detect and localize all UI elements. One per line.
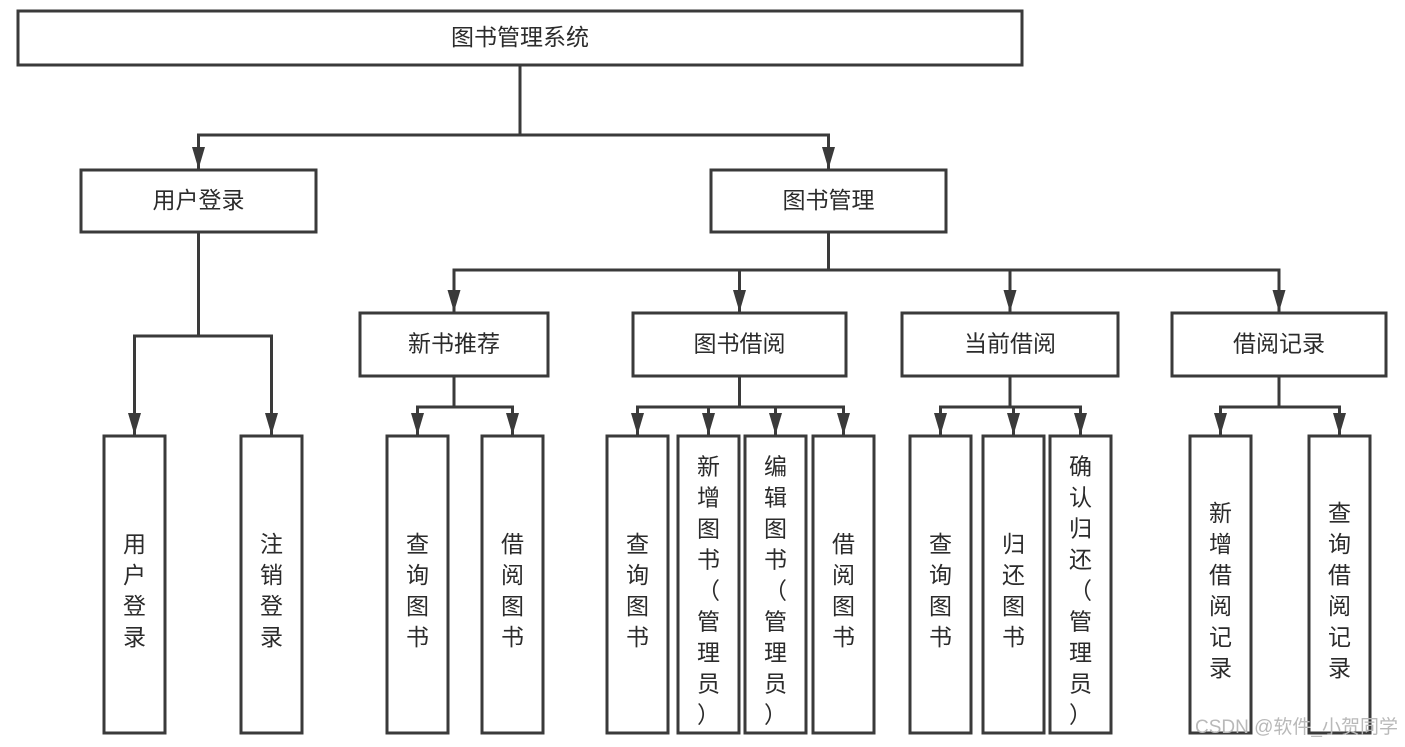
node-leaf-6-编辑图书管理员-label: 编辑图书（管理员） (764, 454, 787, 728)
node-leaf-7-借阅图书-box[interactable] (811, 434, 876, 735)
arrow-head-icon (702, 413, 715, 435)
node-leaf-10-确认归还管理员-box[interactable] (1048, 434, 1113, 735)
node-l2-用户登录-box[interactable] (79, 168, 318, 234)
node-l3-当前借阅[interactable]: 当前借阅 (900, 311, 1120, 378)
node-leaf-12-查询借阅记录-box[interactable] (1307, 434, 1372, 735)
node-l3-借阅记录-label: 借阅记录 (1233, 331, 1325, 357)
arrow-head-icon (506, 413, 519, 435)
node-leaf-2-查询图书[interactable]: 查询图书 (385, 434, 450, 735)
node-leaf-10-确认归还管理员[interactable]: 确认归还（管理员） (1048, 434, 1113, 735)
node-leaf-1-注销登录-label: 注销登录 (260, 531, 283, 650)
node-l3-当前借阅-label: 当前借阅 (964, 331, 1056, 357)
arrow-head-icon (411, 413, 424, 435)
node-leaf-6-编辑图书管理员[interactable]: 编辑图书（管理员） (743, 434, 808, 735)
node-root-图书管理系统-label: 图书管理系统 (451, 24, 589, 50)
arrow-head-icon (631, 413, 644, 435)
node-root-图书管理系统[interactable]: 图书管理系统 (16, 9, 1024, 67)
node-l2-图书管理-box[interactable] (709, 168, 948, 234)
node-leaf-10-确认归还管理员-label: 确认归还（管理员） (1069, 454, 1092, 728)
node-leaf-5-新增图书管理员-label: 新增图书（管理员） (697, 454, 720, 728)
node-leaf-4-查询图书-box[interactable] (605, 434, 670, 735)
arrow-head-icon (769, 413, 782, 435)
boxes-layer: 图书管理系统用户登录图书管理新书推荐图书借阅当前借阅借阅记录用户登录注销登录查询… (16, 9, 1388, 735)
node-leaf-2-查询图书-label: 查询图书 (406, 531, 429, 650)
node-leaf-5-新增图书管理员[interactable]: 新增图书（管理员） (676, 434, 741, 735)
node-l3-图书借阅-label: 图书借阅 (694, 331, 786, 357)
node-leaf-7-借阅图书-label: 借阅图书 (832, 531, 855, 650)
arrow-head-icon (1003, 290, 1017, 312)
node-leaf-11-新增借阅记录[interactable]: 新增借阅记录 (1188, 434, 1253, 735)
node-leaf-12-查询借阅记录[interactable]: 查询借阅记录 (1307, 434, 1372, 735)
arrow-head-icon (837, 413, 850, 435)
node-leaf-8-查询图书-box[interactable] (908, 434, 973, 735)
node-leaf-0-用户登录-box[interactable] (102, 434, 167, 735)
node-l3-图书借阅[interactable]: 图书借阅 (631, 311, 848, 378)
node-leaf-9-归还图书-label: 归还图书 (1002, 531, 1025, 650)
csdn-watermark: CSDN @软件_小贺同学 (1195, 716, 1398, 738)
node-leaf-12-查询借阅记录-label: 查询借阅记录 (1328, 500, 1351, 681)
node-leaf-8-查询图书[interactable]: 查询图书 (908, 434, 973, 735)
arrow-head-icon (128, 413, 141, 435)
arrow-head-icon (1074, 413, 1087, 435)
node-leaf-7-借阅图书[interactable]: 借阅图书 (811, 434, 876, 735)
connectors-layer (128, 63, 1346, 436)
node-leaf-4-查询图书[interactable]: 查询图书 (605, 434, 670, 735)
node-leaf-4-查询图书-label: 查询图书 (626, 531, 649, 650)
node-leaf-0-用户登录[interactable]: 用户登录 (102, 434, 167, 735)
node-l2-用户登录[interactable]: 用户登录 (79, 168, 318, 234)
node-l3-借阅记录[interactable]: 借阅记录 (1170, 311, 1388, 378)
node-leaf-3-借阅图书[interactable]: 借阅图书 (480, 434, 545, 735)
node-l3-新书推荐[interactable]: 新书推荐 (358, 311, 550, 378)
node-l3-新书推荐-label: 新书推荐 (408, 331, 500, 357)
arrow-head-icon (1333, 413, 1346, 435)
arrow-head-icon (733, 290, 746, 312)
node-l3-新书推荐-box[interactable] (358, 311, 550, 378)
arrow-head-icon (1007, 413, 1020, 435)
node-leaf-6-编辑图书管理员-box[interactable] (743, 434, 808, 735)
arrow-head-icon (934, 413, 947, 435)
arrow-head-icon (822, 147, 835, 169)
node-leaf-2-查询图书-box[interactable] (385, 434, 450, 735)
node-leaf-9-归还图书-box[interactable] (981, 434, 1046, 735)
arrow-head-icon (447, 290, 461, 312)
node-l2-用户登录-label: 用户登录 (153, 187, 245, 213)
arrow-head-icon (192, 147, 205, 169)
node-leaf-9-归还图书[interactable]: 归还图书 (981, 434, 1046, 735)
node-l2-图书管理[interactable]: 图书管理 (709, 168, 948, 234)
node-l3-当前借阅-box[interactable] (900, 311, 1120, 378)
node-l3-借阅记录-box[interactable] (1170, 311, 1388, 378)
node-l2-图书管理-label: 图书管理 (783, 187, 875, 213)
node-leaf-11-新增借阅记录-box[interactable] (1188, 434, 1253, 735)
node-leaf-3-借阅图书-label: 借阅图书 (501, 531, 524, 650)
node-leaf-1-注销登录-box[interactable] (239, 434, 304, 735)
arrow-head-icon (1272, 290, 1286, 312)
node-root-图书管理系统-box[interactable] (16, 9, 1024, 67)
node-leaf-5-新增图书管理员-box[interactable] (676, 434, 741, 735)
arrow-head-icon (1214, 413, 1227, 435)
node-leaf-1-注销登录[interactable]: 注销登录 (239, 434, 304, 735)
node-leaf-8-查询图书-label: 查询图书 (929, 531, 952, 650)
node-leaf-11-新增借阅记录-label: 新增借阅记录 (1209, 500, 1232, 681)
arrow-head-icon (265, 413, 278, 435)
node-l3-图书借阅-box[interactable] (631, 311, 848, 378)
node-leaf-0-用户登录-label: 用户登录 (123, 531, 146, 650)
node-leaf-3-借阅图书-box[interactable] (480, 434, 545, 735)
